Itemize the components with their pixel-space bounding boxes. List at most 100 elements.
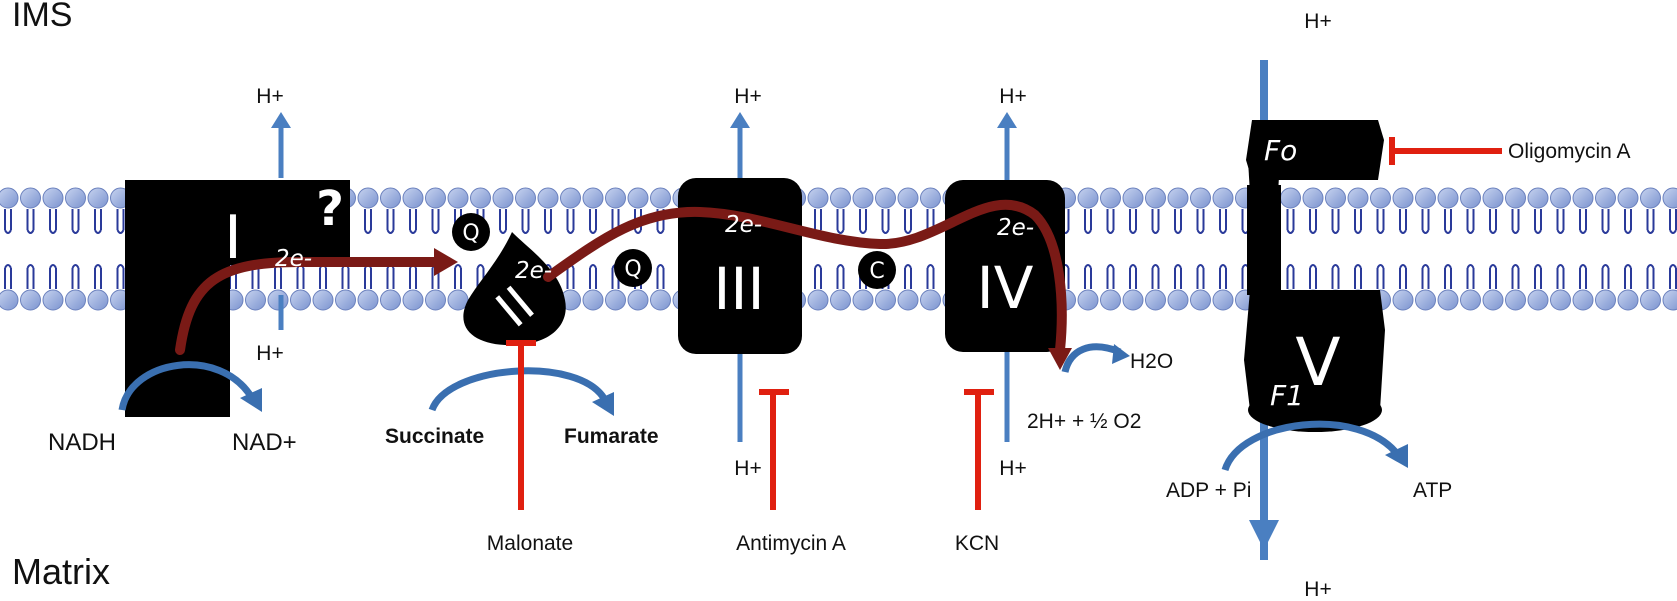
adp-label: ADP + Pi: [1166, 479, 1251, 502]
ubiquinone-carrier-1: Q: [452, 213, 490, 251]
lipid-head-inner: [335, 289, 356, 311]
lipid-tail: [566, 209, 575, 289]
lipid-tail: [836, 209, 845, 289]
lipid-head-inner: [1505, 289, 1526, 311]
ubiquinone-carrier-2: Q: [614, 249, 652, 287]
lipid-tail: [1084, 209, 1092, 289]
lipid-head-outer: [1370, 187, 1391, 209]
lipid-head-outer: [42, 187, 64, 209]
lipid-head-outer: [20, 187, 41, 209]
lipid-head-inner: [1212, 289, 1234, 311]
lipid-head-outer: [852, 187, 874, 209]
lipid-tail: [364, 209, 372, 289]
lipid-head-outer: [807, 187, 829, 209]
lipid-head-outer: [402, 187, 424, 209]
lipid-head-outer: [1595, 187, 1616, 209]
electron-path-arrowhead-2: [1048, 348, 1072, 370]
lipid-head-inner: [380, 289, 401, 311]
lipid-head-inner: [402, 289, 424, 311]
lipid-tail: [1151, 209, 1160, 289]
proton-arrow-complex-v: [1249, 520, 1279, 550]
lipid-head-inner: [1460, 289, 1481, 311]
lipid-tail: [4, 209, 12, 289]
lipid-head-outer: [1100, 187, 1121, 209]
svg-text:C: C: [869, 259, 884, 284]
cytochrome-c-carrier: C: [858, 251, 896, 289]
antimycin-inhibitor-line: [759, 389, 789, 510]
lipid-tail: [1421, 209, 1430, 289]
lipid-head-inner: [1640, 289, 1661, 311]
proton-label-complex-v-bottom: H+: [1304, 578, 1331, 601]
lipid-tail: [409, 209, 417, 289]
proton-label-complex-iv-top: H+: [999, 85, 1026, 108]
lipid-head-inner: [1527, 289, 1549, 311]
lipid-head-outer: [492, 187, 514, 209]
lipid-head-outer: [425, 187, 446, 209]
electron-label-2: 2e-: [515, 258, 552, 284]
lipid-head-inner: [1482, 289, 1504, 311]
lipid-head-outer: [87, 187, 109, 209]
oxygen-label: 2H+ + ½ O2: [1027, 410, 1141, 433]
lipid-head-inner: [582, 289, 604, 311]
lipid-head-outer: [605, 187, 626, 209]
ims-label: IMS: [12, 0, 72, 34]
lipid-tail: [926, 209, 935, 289]
nadh-label: NADH: [48, 429, 116, 456]
lipid-head-inner: [1662, 289, 1677, 311]
lipid-head-inner: [1437, 289, 1459, 311]
electron-label-3: 2e-: [725, 212, 762, 238]
lipid-head-outer: [380, 187, 401, 209]
lipid-head-outer: [1190, 187, 1211, 209]
lipid-head-outer: [1280, 187, 1301, 209]
lipid-tail: [1646, 209, 1655, 289]
svg-text:Q: Q: [462, 221, 479, 246]
question-mark: ?: [316, 181, 344, 237]
lipid-tail: [1489, 209, 1497, 289]
proton-label-complex-iii-top: H+: [734, 85, 761, 108]
lipid-head-outer: [470, 187, 491, 209]
lipid-head-inner: [650, 289, 671, 311]
lipid-head-outer: [1077, 187, 1099, 209]
electron-path: [175, 257, 453, 355]
electron-path-2: [543, 199, 1067, 355]
fumarate-label: Fumarate: [564, 425, 659, 448]
electron-path-arrowhead-1: [434, 248, 458, 276]
lipid-tail: [1196, 209, 1205, 289]
complex-iii-label: III: [713, 255, 764, 323]
lipid-head-outer: [65, 187, 86, 209]
proton-label-complex-i-top: H+: [256, 85, 283, 108]
lipid-head-inner: [1167, 289, 1189, 311]
lipid-tail: [1579, 209, 1587, 289]
lipid-tail: [1376, 209, 1385, 289]
lipid-head-inner: [267, 289, 289, 311]
lipid-tail: [1309, 209, 1317, 289]
oligomycin-label: Oligomycin A: [1508, 140, 1631, 163]
matrix-label: Matrix: [12, 551, 110, 592]
svg-text:Q: Q: [624, 257, 641, 282]
lipid-head-inner: [447, 289, 469, 311]
lipid-head-inner: [290, 289, 311, 311]
lipid-tail: [26, 209, 35, 289]
lipid-head-outer: [1617, 187, 1639, 209]
lipid-head-inner: [1550, 289, 1571, 311]
lipid-head-outer: [897, 187, 919, 209]
lipid-tail: [589, 209, 597, 289]
lipid-head-outer: [1460, 187, 1481, 209]
lipid-head-inner: [65, 289, 86, 311]
lipid-head-inner: [875, 289, 896, 311]
lipid-head-outer: [1527, 187, 1549, 209]
lipid-head-outer: [560, 187, 581, 209]
complex-iii: III: [678, 178, 802, 354]
lipid-head-inner: [1190, 289, 1211, 311]
lipid-head-inner: [1617, 289, 1639, 311]
lipid-tail: [1556, 209, 1565, 289]
lipid-head-inner: [0, 289, 19, 311]
kcn-inhibitor-line: [964, 389, 994, 510]
lipid-head-outer: [1325, 187, 1346, 209]
fo-label: Fo: [1264, 134, 1297, 167]
lipid-tail: [1444, 209, 1452, 289]
lipid-head-outer: [1145, 187, 1166, 209]
nad-label: NAD+: [232, 429, 297, 456]
lipid-head-outer: [0, 187, 19, 209]
lipid-tail: [1624, 209, 1632, 289]
